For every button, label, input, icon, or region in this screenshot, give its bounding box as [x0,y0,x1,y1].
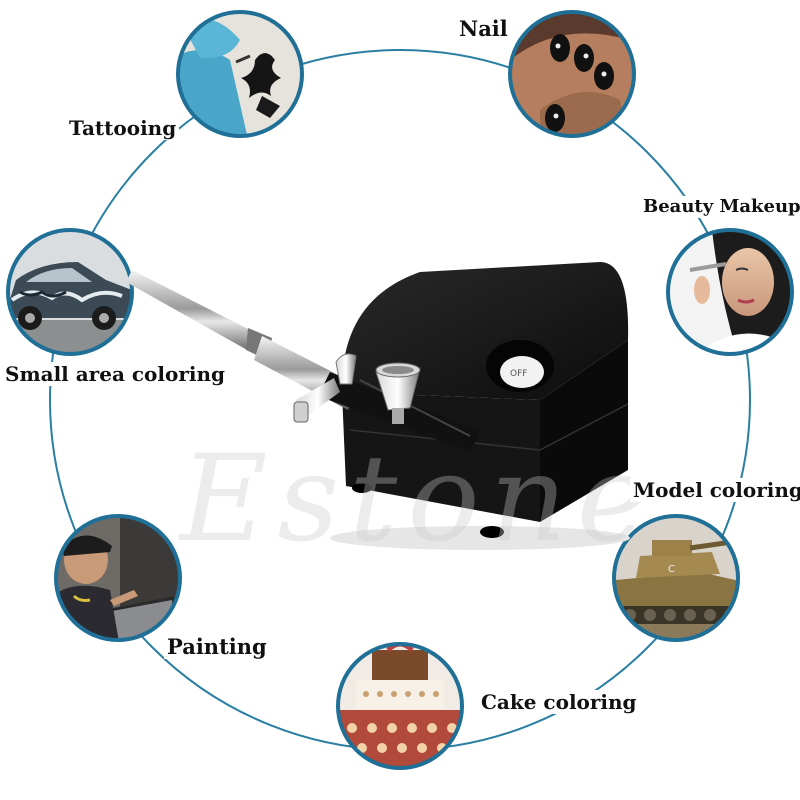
air-compressor: OFF [330,262,630,550]
label-painting: Painting [164,634,270,659]
svg-text:C: C [668,564,675,575]
label-cake-coloring: Cake coloring [478,690,640,714]
power-switch-label: OFF [510,369,527,379]
tattooing-photo [176,10,304,138]
airbrush-gun [126,270,480,452]
nail-photo [508,10,636,138]
model-coloring-photo: C [612,514,740,642]
label-tattooing: Tattooing [66,116,180,140]
beauty-makeup-photo [666,228,794,356]
small-area-coloring-photo [6,228,134,356]
cake-coloring-photo [336,642,464,770]
label-small-area-coloring: Small area coloring [2,362,228,386]
label-model-coloring: Model coloring [630,478,800,502]
power-switch [500,356,544,388]
label-beauty-makeup: Beauty Makeup [640,196,800,218]
painting-photo [54,514,182,642]
label-nail: Nail [456,16,511,41]
